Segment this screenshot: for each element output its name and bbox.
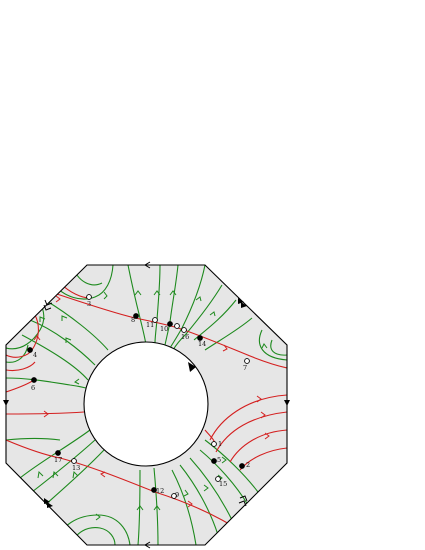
green-chevron-icon	[61, 315, 68, 321]
label-1: 1	[218, 440, 222, 448]
right-edge-arrow-icon	[284, 400, 290, 406]
point-6	[31, 377, 37, 383]
label-2: 2	[246, 461, 250, 469]
point-17	[55, 450, 61, 456]
label-4: 4	[33, 351, 37, 359]
point-12	[151, 487, 157, 493]
upper-right-edge-arrow-icon	[238, 298, 244, 304]
green-chevron-icon	[74, 378, 80, 385]
green-chevron-icon	[183, 489, 189, 497]
flow-chevrons	[33, 290, 270, 521]
label-17: 17	[54, 456, 62, 464]
green-chevron-icon	[169, 290, 177, 296]
point-13	[71, 458, 77, 464]
lower-left-edge-arrow-icon	[44, 498, 50, 504]
octagon-boundary	[5, 264, 288, 546]
label-8: 8	[131, 316, 135, 324]
label-6: 6	[31, 384, 35, 392]
green-chevron-icon	[261, 343, 268, 349]
point-16	[181, 327, 187, 333]
point-3	[86, 294, 92, 300]
point-8	[133, 313, 139, 319]
label-9: 9	[175, 491, 179, 499]
red-chevron-icon	[187, 500, 193, 508]
upper-right-edge-arrow2-icon	[241, 302, 247, 308]
top-edge-arrow-icon	[144, 261, 151, 269]
point-15	[215, 476, 221, 482]
green-chevron-icon	[153, 290, 161, 296]
green-chevron-icon	[153, 505, 161, 511]
label-5: 5	[217, 456, 221, 464]
point-2	[239, 463, 245, 469]
label-13: 13	[72, 464, 80, 472]
label-3: 3	[87, 300, 91, 308]
point-14	[197, 335, 203, 341]
lower-right-edge-arrow-icon	[238, 495, 248, 507]
left-edge-arrow-icon	[3, 400, 9, 406]
label-15: 15	[219, 480, 227, 488]
bottom-edge-arrow-icon	[144, 541, 151, 549]
green-chevron-icon	[37, 470, 44, 479]
green-chevron-icon	[203, 484, 209, 492]
red-chevron-icon	[33, 335, 41, 341]
label-14: 14	[198, 340, 206, 348]
label-16: 16	[181, 333, 189, 341]
boundary-filled-arrows	[3, 298, 290, 508]
green-chevron-icon	[39, 316, 46, 322]
point-5	[211, 458, 217, 464]
red-chevron-icon	[264, 432, 270, 440]
red-chevron-icon	[55, 295, 61, 303]
green-chevron-icon	[136, 505, 144, 511]
point-11	[152, 317, 158, 323]
point-7	[244, 358, 250, 364]
red-chevron-icon	[256, 395, 262, 403]
green-chevron-icon	[72, 470, 79, 479]
green-chevron-icon	[195, 296, 202, 302]
point-extra	[167, 321, 173, 327]
lower-left-edge-arrow2-icon	[47, 502, 53, 508]
red-chevron-icon	[260, 411, 266, 419]
red-chevron-icon	[222, 344, 228, 352]
green-chevron-icon	[103, 291, 108, 300]
green-chevron-icon	[221, 456, 227, 464]
label-12: 12	[156, 487, 164, 495]
red-chevron-icon	[43, 410, 49, 418]
label-7: 7	[243, 364, 247, 372]
green-chevron-icon	[134, 290, 142, 296]
hole-arrow-icon	[188, 362, 196, 372]
point-4	[27, 347, 33, 353]
label-11: 11	[146, 321, 154, 329]
green-chevron-icon	[95, 513, 101, 521]
green-chevron-icon	[52, 470, 59, 479]
octagon-region	[6, 265, 287, 545]
red-chevron-icon	[100, 471, 106, 478]
central-hole	[83, 341, 209, 467]
point-1	[211, 441, 217, 447]
point-labels: 1 2 3 4 5 6 7 8 9 10 11 12 13 14 15 16 1…	[31, 300, 250, 499]
point-9	[171, 493, 177, 499]
upper-left-edge-arrow-icon	[43, 299, 53, 311]
label-10: 10	[160, 325, 168, 333]
point-10	[174, 323, 180, 329]
critical-points	[27, 294, 250, 499]
green-chevron-icon	[65, 337, 72, 343]
boundary-arrows	[43, 261, 248, 549]
green-chevron-icon	[209, 311, 216, 317]
